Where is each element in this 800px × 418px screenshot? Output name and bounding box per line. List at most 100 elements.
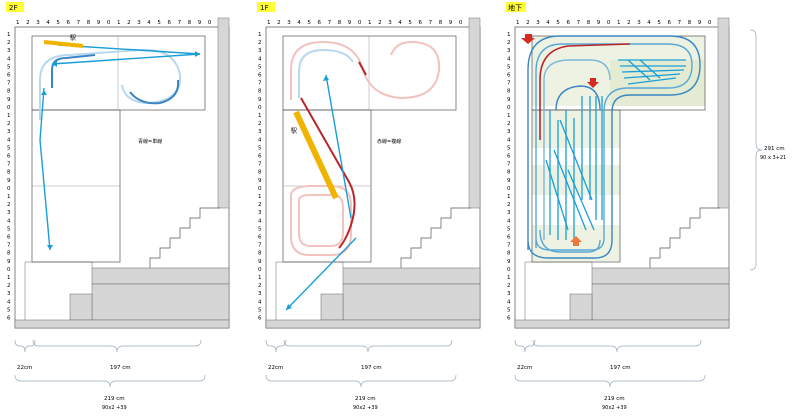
ruler-left-digit: 5 <box>507 307 511 313</box>
ruler-left-digit: 6 <box>7 316 11 322</box>
ruler-left-digit: 1 <box>7 194 11 200</box>
floor-block-b-b1 <box>591 283 730 321</box>
ruler-top-digit: 6 <box>668 20 672 26</box>
ruler-top-digit: 0 <box>358 20 362 26</box>
ruler-left-digit: 1 <box>507 113 511 119</box>
ruler-top-digit: 1 <box>368 20 372 26</box>
ruler-left-digit: 8 <box>507 89 511 95</box>
floor-block-a-1f <box>342 267 481 285</box>
orange-arrow-bottom-b1 <box>570 236 582 246</box>
ruler-top-digit: 8 <box>587 20 591 26</box>
floor-block-b-2f <box>91 283 230 321</box>
ruler-top-digit: 5 <box>56 20 60 26</box>
ruler-top-digit: 3 <box>536 20 540 26</box>
ruler-top-digit: 4 <box>297 20 301 26</box>
ruler-left-digit: 4 <box>258 137 262 143</box>
ruler-left-digit: 9 <box>258 178 262 184</box>
ruler-top-digit: 0 <box>708 20 712 26</box>
ruler-top-digit: 9 <box>597 20 601 26</box>
inner-loop2-b1 <box>543 59 611 240</box>
ruler-left-digit: 8 <box>258 170 262 176</box>
ruler-left-digit: 8 <box>7 170 11 176</box>
arrow-up-1f <box>323 75 329 81</box>
ruler-left-digit: 3 <box>258 129 262 135</box>
arrow-left-2f <box>52 61 57 67</box>
ruler-left-digit: 9 <box>7 97 11 103</box>
ruler-left-digit: 9 <box>507 97 511 103</box>
ruler-left-digit: 7 <box>258 243 262 249</box>
ruler-left-digit: 1 <box>258 194 262 200</box>
red-arrow-top-b1 <box>521 34 535 44</box>
ruler-top-digit: 4 <box>147 20 151 26</box>
ruler-top-digit: 2 <box>277 20 281 26</box>
dim-formula-1f: 90x2 +39 <box>353 405 378 411</box>
ruler-top-digit: 7 <box>178 20 182 26</box>
dim-left-b1: 22cm <box>517 365 532 371</box>
ruler-left-digit: 0 <box>7 186 11 192</box>
ruler-top-digit: 5 <box>556 20 560 26</box>
ruler-top-digit: 1 <box>267 20 271 26</box>
light-red-loop-1f <box>290 40 441 100</box>
ruler-left-digit: 8 <box>7 251 11 257</box>
ruler-top-digit: 1 <box>516 20 520 26</box>
ruler-top-digit: 3 <box>137 20 141 26</box>
ruler-left-digit: 8 <box>507 251 511 257</box>
ruler-left-digit: 0 <box>7 267 11 273</box>
ruler-left-digit: 5 <box>258 307 262 313</box>
ruler-left-digit: 1 <box>7 113 11 119</box>
ruler-left-digit: 0 <box>7 105 11 111</box>
baseboard-lower-b1 <box>531 109 621 263</box>
station-platform-1f <box>293 110 339 200</box>
ruler-left-digit: 6 <box>258 316 262 322</box>
red-segment-1f <box>358 61 367 76</box>
ruler-left-digit: 9 <box>258 97 262 103</box>
ruler-left-digit: 2 <box>507 40 511 46</box>
ruler-left-digit: 8 <box>507 170 511 176</box>
ruler-left-digit: 3 <box>507 210 511 216</box>
ruler-top-digit: 7 <box>77 20 81 26</box>
ruler-left-digit: 2 <box>258 283 262 289</box>
ruler-left-digit: 3 <box>7 129 11 135</box>
ruler-left-digit: 4 <box>507 218 511 224</box>
ruler-left-digit: 3 <box>258 291 262 297</box>
curve-track-2f <box>51 54 96 88</box>
station-label-2f: 駅 <box>70 35 76 42</box>
ruler-top-digit: 1 <box>617 20 621 26</box>
ruler-top-digit: 9 <box>97 20 101 26</box>
ruler-top-digit: 5 <box>657 20 661 26</box>
ruler-left-digit: 8 <box>7 89 11 95</box>
ruler-top-digit: 6 <box>567 20 571 26</box>
dim-height: 291 cm <box>764 146 785 152</box>
ruler-left-digit: 5 <box>7 64 11 70</box>
ruler-left-digit: 6 <box>507 73 511 79</box>
ruler-top-digit: 7 <box>577 20 581 26</box>
ruler-top-digit: 0 <box>107 20 111 26</box>
ruler-top-digit: 4 <box>46 20 50 26</box>
ruler-left-digit: 5 <box>7 226 11 232</box>
stairs-b1 <box>649 207 720 268</box>
floor-block-c-2f <box>69 293 93 321</box>
ruler-top-digit: 7 <box>328 20 332 26</box>
ruler-top-digit: 8 <box>688 20 692 26</box>
ruler-left-digit: 6 <box>7 235 11 241</box>
ruler-left-digit: 5 <box>7 307 11 313</box>
ruler-left-digit: 5 <box>7 145 11 151</box>
ruler-left-digit: 1 <box>258 275 262 281</box>
ruler-top-digit: 3 <box>637 20 641 26</box>
floor-block-c-1f <box>320 293 344 321</box>
right-wall-2f <box>217 17 230 209</box>
ruler-left-digit: 8 <box>258 89 262 95</box>
floor-tag-b1 <box>506 2 526 12</box>
arrow-right-2f <box>195 51 200 57</box>
red-arrow-mid-b1 <box>587 78 599 88</box>
ruler-left-digit: 0 <box>507 267 511 273</box>
red-track-1f <box>300 97 356 249</box>
light-track-2f <box>39 49 141 120</box>
floor-block-d-2f <box>14 319 230 329</box>
ruler-top-digit: 8 <box>439 20 443 26</box>
